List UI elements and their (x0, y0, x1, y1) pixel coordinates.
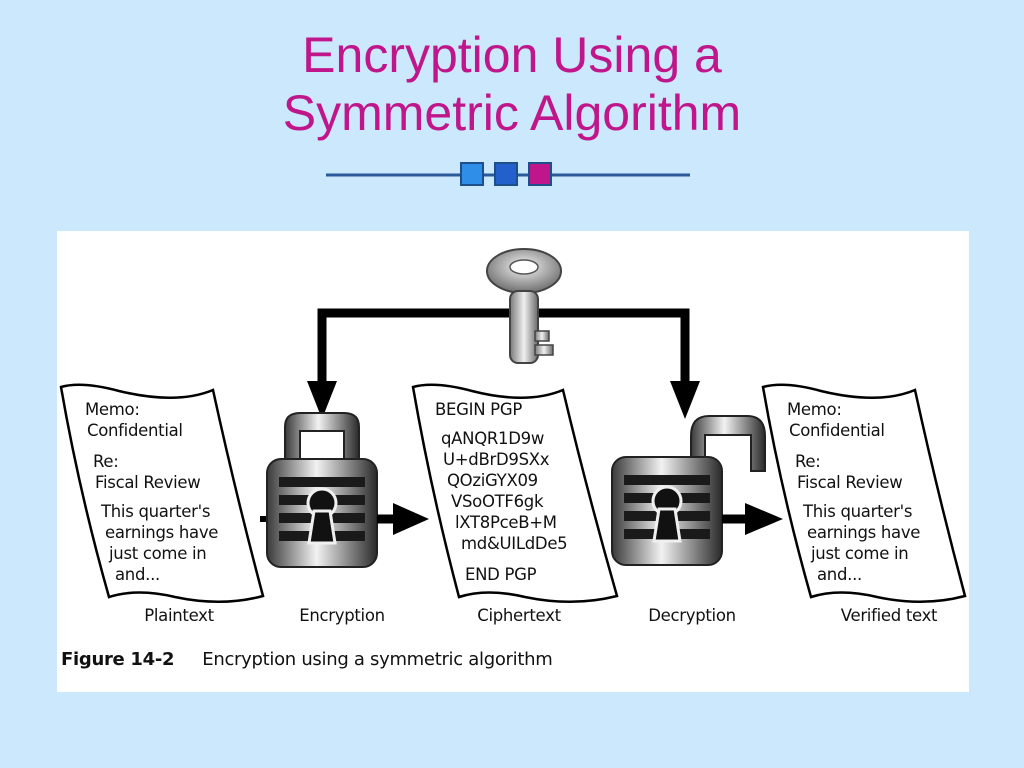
plaintext-line: Memo: (85, 400, 140, 419)
title-divider (326, 162, 690, 186)
plaintext-line: and... (115, 565, 160, 584)
ciphertext-line: END PGP (465, 565, 537, 584)
label-plaintext: Plaintext (144, 606, 214, 625)
verified-line: Memo: (787, 400, 842, 419)
ciphertext-line: U+dBrD9SXx (443, 450, 550, 469)
closed-padlock-icon (266, 412, 378, 568)
plaintext-line: earnings have (105, 523, 219, 542)
label-encryption: Encryption (299, 606, 385, 625)
key-distribution-arrows (307, 308, 700, 419)
label-verified-text: Verified text (840, 606, 938, 625)
figure-caption: Figure 14-2 Encryption using a symmetric … (61, 649, 553, 670)
plaintext-line: This quarter's (101, 502, 211, 521)
figure-graphics (59, 248, 967, 603)
ciphertext-line: BEGIN PGP (435, 400, 522, 419)
arrow-to-ciphertext (393, 503, 429, 535)
verified-document-shape (761, 383, 967, 603)
open-padlock-icon (611, 415, 766, 566)
arrow-to-encryption (307, 381, 337, 419)
ciphertext-line: VSoOTF6gk (451, 492, 544, 511)
verified-line: Confidential (789, 421, 885, 440)
ciphertext-line: md&UILdDe5 (461, 534, 568, 553)
ciphertext-line: qANQR1D9w (441, 429, 545, 448)
plaintext-line: Re: (93, 452, 119, 471)
plaintext-document-shape (59, 383, 265, 603)
verified-line: This quarter's (803, 502, 913, 521)
figure-number: Figure 14-2 (61, 649, 175, 670)
label-decryption: Decryption (648, 606, 736, 625)
verified-line: Re: (795, 452, 821, 471)
verified-line: just come in (811, 544, 909, 563)
divider-square-3 (528, 162, 552, 186)
plaintext-line: Fiscal Review (95, 473, 201, 492)
ciphertext-document-shape (411, 383, 619, 603)
slide-title-line-1: Encryption Using a (302, 27, 722, 83)
plaintext-line: Confidential (87, 421, 183, 440)
verified-line: earnings have (807, 523, 921, 542)
ciphertext-document: BEGIN PGP qANQR1D9w U+dBrD9SXx QOziGYX09… (435, 399, 568, 585)
ciphertext-line: QOziGYX09 (447, 471, 538, 490)
ciphertext-line: lXT8PceB+M (455, 513, 557, 532)
plaintext-document: Memo: Confidential Re: Fiscal Review Thi… (85, 399, 218, 585)
label-ciphertext: Ciphertext (477, 606, 561, 625)
divider-square-1 (460, 162, 484, 186)
slide-title: Encryption Using a Symmetric Algorithm (0, 26, 1024, 142)
plaintext-line: just come in (109, 544, 207, 563)
verified-line: Fiscal Review (797, 473, 903, 492)
verified-document: Memo: Confidential Re: Fiscal Review Thi… (787, 399, 920, 585)
arrow-to-decryption (670, 381, 700, 419)
figure-caption-text: Encryption using a symmetric algorithm (202, 649, 553, 670)
key-icon (486, 248, 562, 364)
figure-panel: Memo: Confidential Re: Fiscal Review Thi… (57, 231, 969, 692)
divider-square-2 (494, 162, 518, 186)
verified-line: and... (817, 565, 862, 584)
arrow-to-verified-text (745, 503, 783, 535)
slide-title-line-2: Symmetric Algorithm (282, 85, 742, 141)
